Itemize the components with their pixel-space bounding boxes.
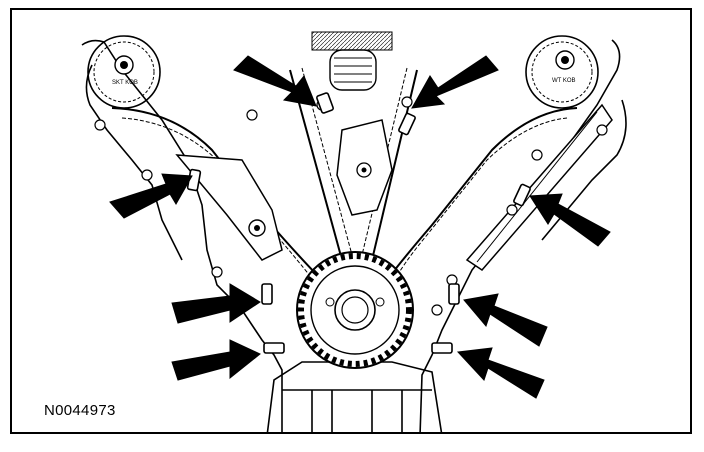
right-chain-guide-rail (465, 103, 613, 271)
crankshaft-sprocket (296, 251, 414, 369)
center-tensioner (336, 119, 393, 216)
right-cam-mark: WT KOB (552, 78, 576, 84)
figure-id-label: N0044973 (44, 402, 116, 419)
arrow-icon (411, 55, 499, 109)
left-chain-tensioner-arm (175, 154, 283, 261)
arrow-icon (456, 347, 545, 399)
callout-arrows (109, 55, 611, 399)
arrow-icon (529, 193, 611, 247)
chain-guide-fastener-icon (186, 92, 531, 354)
arrow-icon (463, 293, 548, 347)
engine-block-outline (81, 39, 627, 432)
right-cam-sprocket: WT KOB (525, 35, 599, 109)
left-cam-sprocket: SKT KOB (87, 35, 161, 109)
arrow-icon (109, 173, 193, 219)
center-upper-sprocket (311, 31, 393, 91)
figure-frame: SKT KOB WT KOB (10, 8, 692, 434)
arrow-icon (171, 283, 261, 324)
arrow-icon (171, 339, 261, 381)
timing-chain-diagram: SKT KOB WT KOB (81, 31, 627, 432)
left-cam-mark: SKT KOB (112, 80, 138, 86)
arrow-icon (233, 55, 317, 107)
